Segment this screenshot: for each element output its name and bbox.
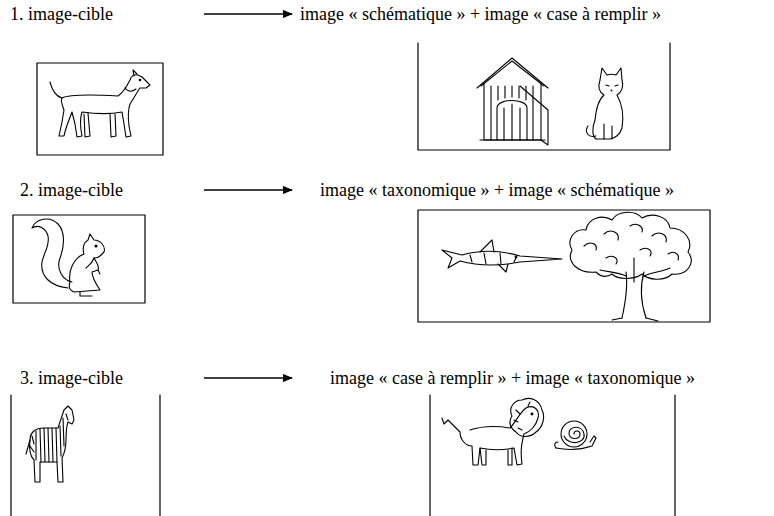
picture-caption: image « taxonomique » + image « schémati… <box>318 179 676 201</box>
picture-frame <box>430 395 675 516</box>
picture-frame <box>418 210 710 322</box>
target-image-group: 2. image-cible <box>4 178 200 308</box>
picture-frame <box>418 43 670 150</box>
choice-images-group: image « case à remplir » + image « taxon… <box>296 366 770 516</box>
arrow-connector <box>204 189 292 190</box>
squirrel-drawing <box>32 219 104 296</box>
picture-caption: 1. image-cible <box>8 3 115 25</box>
picture-caption: 3. image-cible <box>18 367 125 389</box>
arrow-connector <box>204 377 292 378</box>
dog-drawing <box>50 70 150 137</box>
picture-frame <box>13 215 145 303</box>
picture-frame <box>37 63 163 155</box>
picture-caption: image « case à remplir » + image « taxon… <box>328 367 697 389</box>
zebra-drawing <box>26 406 74 482</box>
target-image-group: 1. image-cible <box>4 0 200 160</box>
target-image-group: 3. image-cible <box>4 366 200 516</box>
arrow-connector <box>204 13 292 14</box>
choice-images-group: image « schématique » + image « case à r… <box>296 0 770 160</box>
picture-caption: 2. image-cible <box>18 179 125 201</box>
swordfish-drawing <box>442 240 562 272</box>
doghouse-drawing <box>477 58 548 145</box>
lion-drawing <box>442 398 544 465</box>
cat-drawing <box>586 68 622 139</box>
picture-frame <box>11 395 160 516</box>
snail-drawing <box>555 421 596 449</box>
picture-caption: image « schématique » + image « case à r… <box>298 3 663 25</box>
choice-images-group: image « taxonomique » + image « schémati… <box>296 178 770 326</box>
tree-drawing <box>570 212 691 321</box>
